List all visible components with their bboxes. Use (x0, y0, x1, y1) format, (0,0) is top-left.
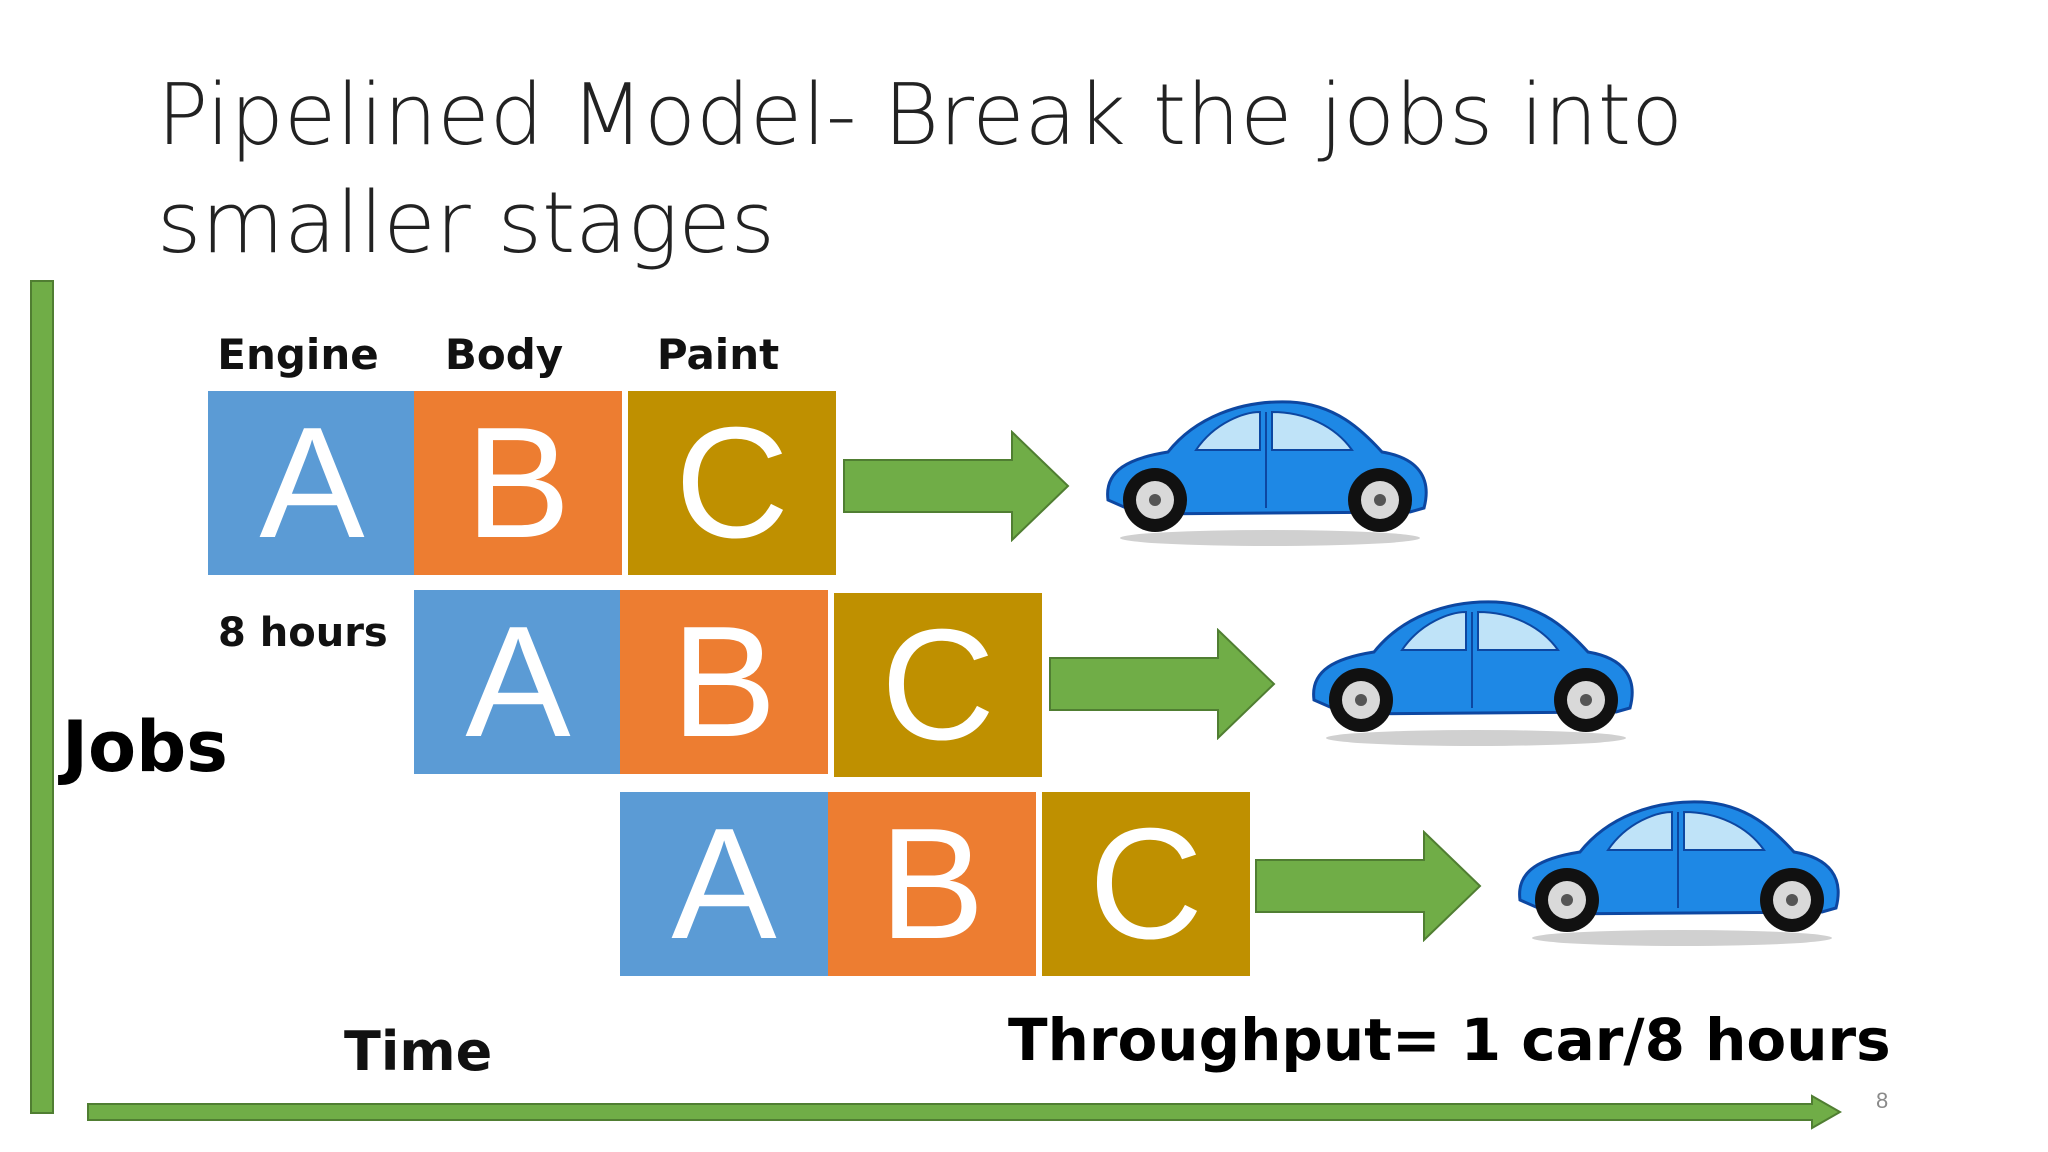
page-number: 8 (1876, 1088, 1889, 1113)
car-icon (1312, 600, 1634, 746)
job2-stage-body: B (620, 590, 828, 774)
slide-title: Pipelined Model- Break the jobs into sma… (157, 66, 1684, 273)
stage-time-label: 8 hours (218, 610, 388, 656)
jobs-axis-bar (30, 280, 54, 1114)
job2-stage-paint: C (834, 593, 1042, 777)
job3-stage-engine: A (620, 792, 828, 976)
job3-stage-body: B (828, 792, 1036, 976)
stage-label-engine: Engine (217, 330, 379, 379)
car-icon (1106, 400, 1428, 546)
time-axis-arrow (87, 1094, 1842, 1130)
job2-stage-engine: A (414, 590, 622, 774)
job1-stage-body: B (414, 391, 622, 575)
job1-stage-paint: C (628, 391, 836, 575)
jobs-axis-label: Jobs (62, 706, 228, 788)
job1-stage-engine: A (208, 391, 416, 575)
right-arrow-icon (1255, 830, 1482, 942)
throughput-label: Throughput= 1 car/8 hours (1008, 1006, 1891, 1074)
job3-stage-paint: C (1042, 792, 1250, 976)
stage-label-body: Body (444, 330, 564, 379)
car-icon (1518, 800, 1840, 946)
stage-label-paint: Paint (656, 330, 780, 379)
time-axis-label: Time (344, 1020, 493, 1083)
right-arrow-icon (1049, 628, 1276, 740)
right-arrow-icon (843, 430, 1070, 542)
